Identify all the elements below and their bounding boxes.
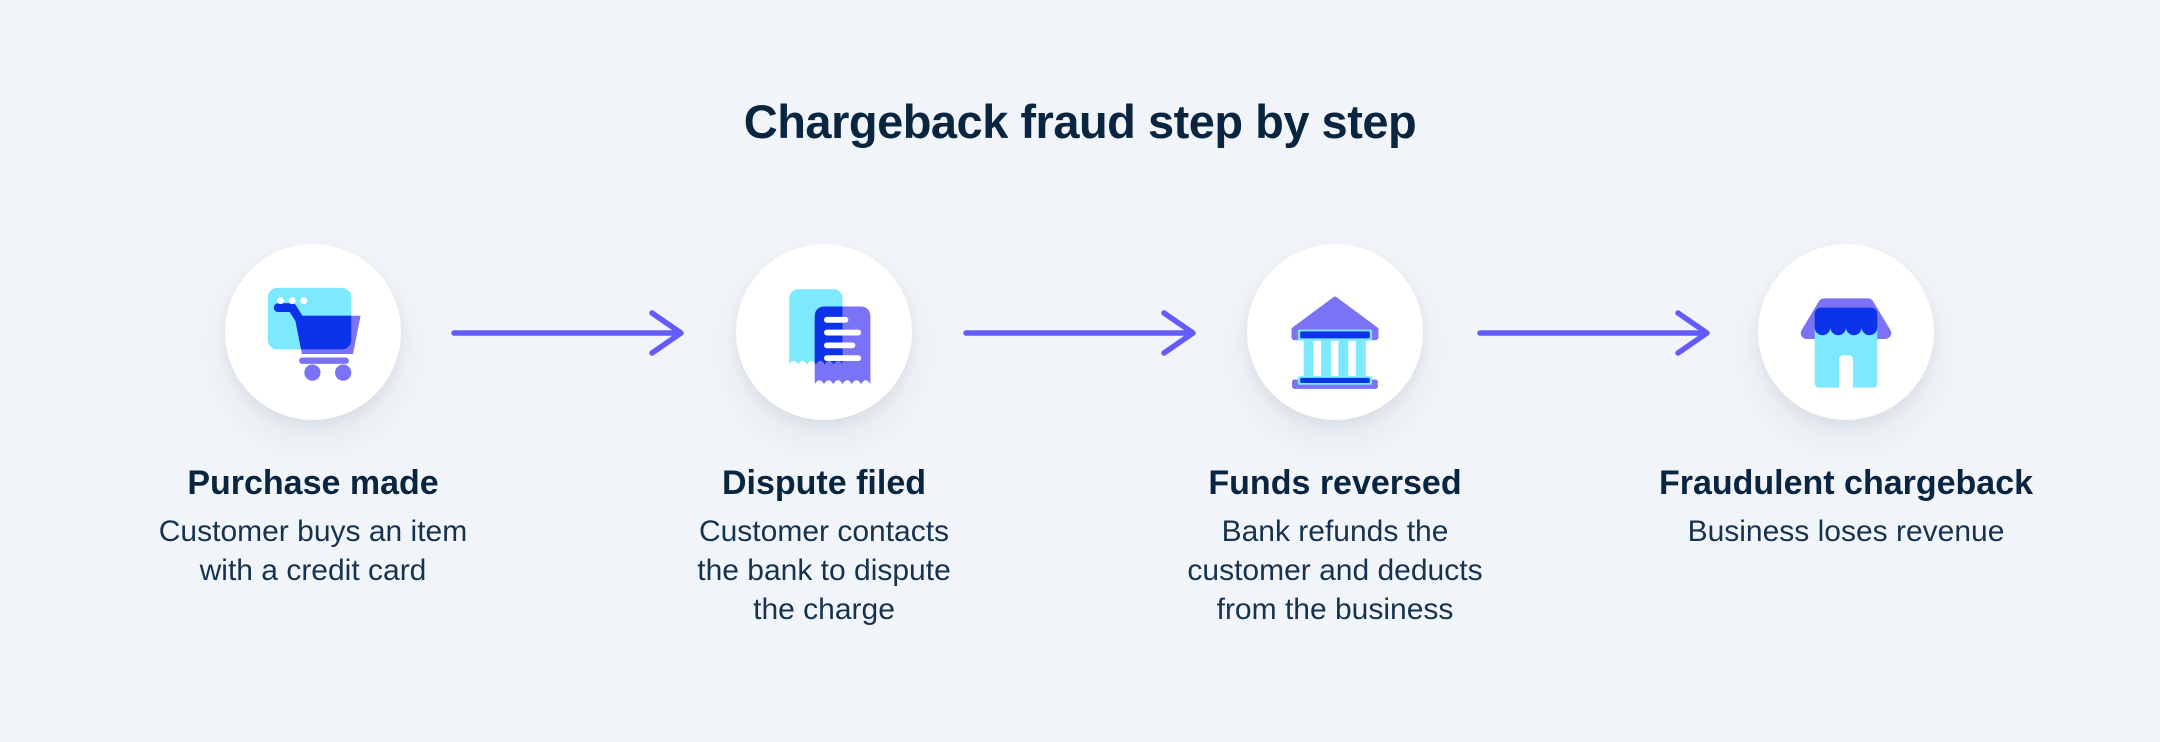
cart-browser-icon [267,287,361,381]
step-purchase-made: Purchase made Customer buys an item with… [93,244,533,629]
bank-icon [1291,296,1379,389]
step-title: Fraudulent chargeback [1658,464,2034,502]
step-icon-circle [225,244,401,420]
storefront-icon [1800,298,1892,388]
arrow-right-icon [1477,310,1710,356]
step-description: Customer buys an item with a credit card [158,515,468,587]
page-title: Chargeback fraud step by step [743,95,1417,148]
step-dispute-filed: Dispute filed Customer contacts the bank… [604,244,1044,629]
steps-row: Purchase made Customer buys an item with… [0,244,2160,629]
step-title: Dispute filed [721,464,927,502]
step-icon-circle [736,244,912,420]
arrow-right-icon [451,310,684,356]
step-title: Purchase made [187,464,439,502]
step-description: Business loses revenue [1687,515,2005,548]
receipt-dispute-icon [789,289,871,385]
step-description: Bank refunds the customer and deducts fr… [1187,515,1483,626]
step-icon-circle [1758,244,1934,420]
step-icon-circle [1247,244,1423,420]
step-funds-reversed: Funds reversed Bank refunds the customer… [1115,244,1555,629]
step-description: Customer contacts the bank to dispute th… [697,515,951,626]
arrow-right-icon [963,310,1196,356]
step-fraudulent-chargeback: Fraudulent chargeback Business loses rev… [1626,244,2066,629]
step-title: Funds reversed [1208,464,1462,502]
